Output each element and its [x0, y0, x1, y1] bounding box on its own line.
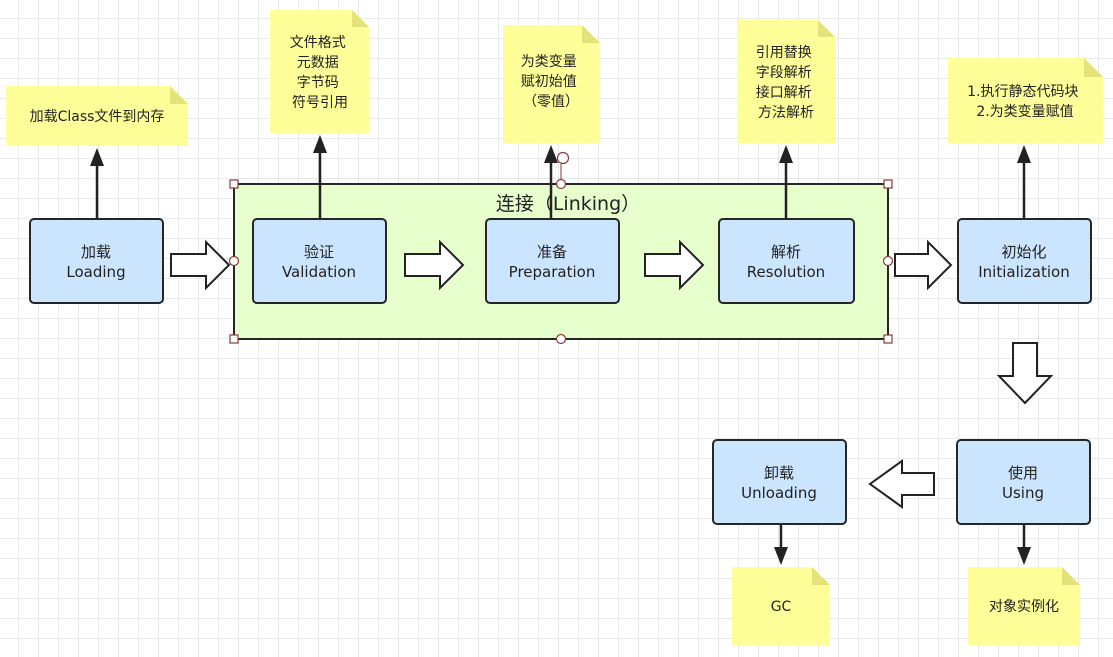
- node-preparation[interactable]: 准备 Preparation: [485, 218, 620, 304]
- resize-handle: [883, 179, 893, 189]
- svg-text:初始化: 初始化: [1001, 243, 1046, 261]
- resize-handle: [883, 334, 893, 344]
- note-validation[interactable]: 文件格式 元数据 字节码 符号引用: [270, 10, 369, 133]
- note-loading-text: 加载Class文件到内存: [30, 109, 165, 125]
- flow-arrow-right: [404, 239, 465, 291]
- resize-handle: [229, 179, 239, 189]
- arrowhead-down: [1017, 547, 1031, 565]
- svg-text:Resolution: Resolution: [747, 263, 825, 281]
- note-using-text: 对象实例化: [989, 599, 1059, 615]
- note-unloading-text: GC: [771, 599, 792, 615]
- node-loading[interactable]: 加载 Loading: [29, 218, 164, 304]
- resize-handle: [555, 178, 567, 190]
- resize-handle: [882, 255, 894, 267]
- note-preparation[interactable]: 为类变量 赋初始值 （零值）: [503, 25, 600, 143]
- note-using[interactable]: 对象实例化: [968, 567, 1080, 645]
- note-validation-text: 文件格式 元数据 字节码 符号引用: [290, 35, 350, 111]
- arrowhead-up: [779, 145, 793, 163]
- resize-handle: [229, 334, 239, 344]
- flow-arrow-right: [170, 239, 231, 291]
- note-preparation-text: 为类变量 赋初始值 （零值）: [521, 54, 581, 110]
- svg-text:准备: 准备: [537, 243, 567, 261]
- svg-text:Initialization: Initialization: [978, 263, 1069, 281]
- arrowhead-up: [1017, 145, 1031, 163]
- note-initialization-text: 1.执行静态代码块 2.为类变量赋值: [967, 84, 1083, 120]
- rotate-handle: [556, 151, 570, 165]
- arrowhead-up: [90, 148, 104, 166]
- svg-text:Loading: Loading: [66, 263, 125, 281]
- node-resolution[interactable]: 解析 Resolution: [718, 218, 855, 304]
- svg-text:Preparation: Preparation: [509, 263, 596, 281]
- note-resolution[interactable]: 引用替换 字段解析 接口解析 方法解析: [737, 20, 835, 143]
- svg-text:解析: 解析: [771, 243, 801, 261]
- node-initialization[interactable]: 初始化 Initialization: [957, 218, 1092, 304]
- flow-arrow-right: [894, 239, 953, 291]
- svg-text:Using: Using: [1002, 484, 1044, 502]
- note-loading[interactable]: 加载Class文件到内存: [6, 86, 188, 146]
- selection-handles[interactable]: [228, 151, 894, 345]
- node-unloading[interactable]: 卸载 Unloading: [712, 439, 847, 525]
- arrowhead-up: [313, 135, 327, 153]
- svg-text:加载: 加载: [81, 243, 111, 261]
- flow-arrows: [170, 239, 1054, 509]
- node-using[interactable]: 使用 Using: [956, 439, 1091, 525]
- note-resolution-text: 引用替换 字段解析 接口解析 方法解析: [756, 44, 816, 121]
- resize-handle: [228, 255, 240, 267]
- flow-arrow-right: [644, 239, 705, 291]
- resize-handle: [555, 333, 567, 345]
- svg-text:使用: 使用: [1008, 464, 1038, 482]
- flow-arrow-left: [868, 459, 935, 509]
- node-validation[interactable]: 验证 Validation: [252, 218, 387, 304]
- arrowhead-down: [774, 547, 788, 565]
- note-initialization[interactable]: 1.执行静态代码块 2.为类变量赋值: [948, 58, 1103, 143]
- svg-text:卸载: 卸载: [764, 464, 794, 482]
- connectors: [90, 135, 1031, 565]
- svg-text:Validation: Validation: [282, 263, 356, 281]
- linking-group-title: 连接（Linking）: [496, 193, 640, 215]
- svg-text:验证: 验证: [304, 243, 334, 261]
- svg-text:Unloading: Unloading: [741, 484, 817, 502]
- arrowhead-up: [544, 145, 558, 163]
- flow-arrow-down: [996, 342, 1054, 405]
- note-unloading[interactable]: GC: [732, 567, 830, 645]
